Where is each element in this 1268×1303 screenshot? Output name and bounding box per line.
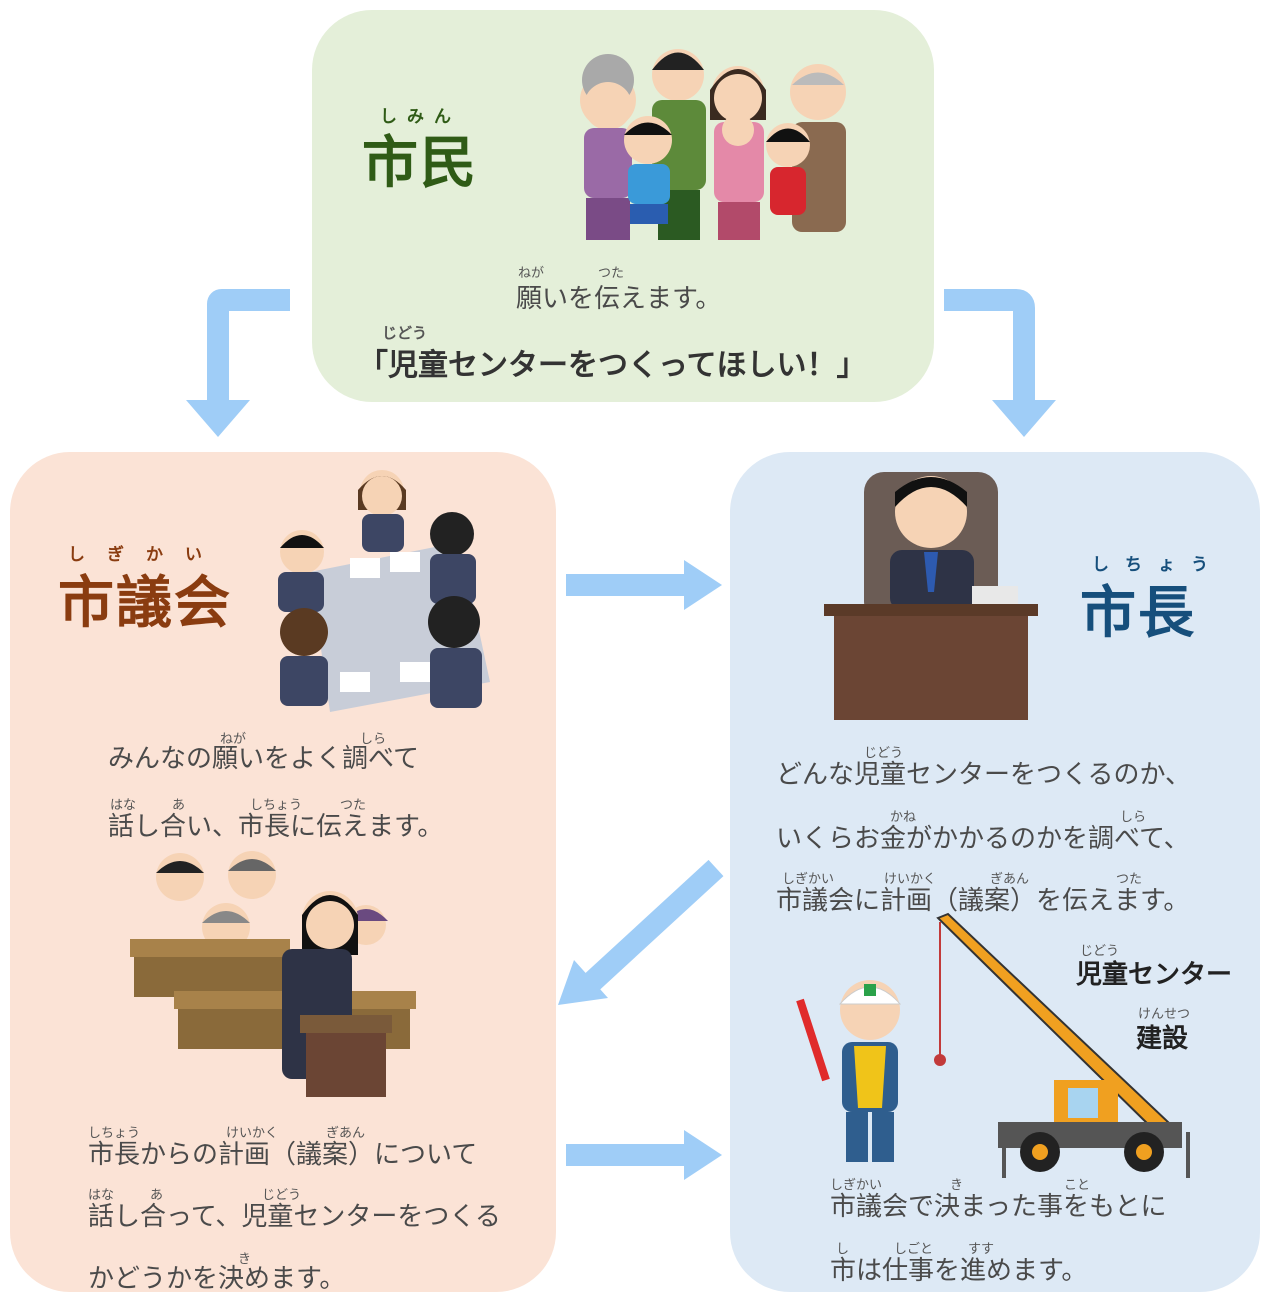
- council-ruby: しら: [360, 732, 387, 747]
- council-ruby: しちょう: [250, 798, 303, 813]
- council-ruby: はな: [88, 1188, 115, 1203]
- council-title-text: 市議会: [58, 571, 232, 636]
- mayor-line-4: 市議会で決まった事をもとに: [830, 1192, 1167, 1222]
- arrow-mayor-to-council: [558, 860, 724, 1005]
- mayor-ruby: かね: [890, 810, 917, 825]
- mayor-line-1: どんな児童センターをつくるのか、: [776, 760, 1191, 790]
- council-ruby: つた: [340, 798, 367, 813]
- citizen-ruby-1: ねが: [518, 266, 545, 281]
- mayor-title-text: 市長: [1080, 581, 1196, 646]
- council-line-2: 話し合い、市長に伝えます。: [108, 812, 444, 842]
- council-line-1: みんなの願いをよく調べて: [108, 744, 419, 774]
- council-line-4: 話し合って、児童センターをつくる: [88, 1202, 501, 1232]
- citizen-title-ruby: しみん: [380, 107, 461, 127]
- mayor-ruby: こと: [1064, 1178, 1091, 1193]
- mayor-at-desk-illustration: [824, 472, 1038, 720]
- citizen-ruby-2: つた: [598, 266, 625, 281]
- council-ruby: き: [238, 1252, 252, 1267]
- council-ruby: あ: [172, 798, 186, 813]
- construction-label-build: 建設: [1136, 1024, 1189, 1054]
- council-title-ruby: しぎかい: [68, 545, 224, 565]
- crane-illustration: [934, 912, 1190, 1178]
- demand-ruby: じどう: [382, 324, 428, 342]
- council-ruby: ねが: [220, 732, 247, 747]
- council-ruby: あ: [150, 1188, 164, 1203]
- mayor-ruby: き: [950, 1178, 964, 1193]
- arrow-citizen-to-council: [186, 289, 290, 437]
- arrow-citizen-to-mayor: [944, 289, 1056, 437]
- mayor-ruby: すす: [968, 1242, 995, 1257]
- mayor-ruby: けいかく: [884, 872, 937, 887]
- mayor-line-3: 市議会に計画（議案）を伝えます。: [776, 886, 1190, 916]
- citizen-demand: 「児童センターをつくってほしい！」: [358, 348, 867, 383]
- mayor-ruby: ぎあん: [990, 872, 1030, 887]
- mayor-ruby: しぎかい: [830, 1178, 883, 1193]
- worker-illustration: [796, 980, 902, 1162]
- mayor-line-2: いくらお金がかかるのかを調べて、: [776, 824, 1190, 854]
- council-ruby: はな: [110, 798, 137, 813]
- mayor-ruby: じどう: [864, 746, 904, 761]
- council-ruby: ぎあん: [326, 1126, 366, 1141]
- assembly-illustration: [130, 851, 416, 1097]
- council-ruby: じどう: [262, 1188, 302, 1203]
- mayor-line-5: 市は仕事を進めます。: [830, 1256, 1088, 1286]
- mayor-ruby: しぎかい: [782, 872, 835, 887]
- citizen-line-1: 願いを伝えます。: [516, 284, 722, 314]
- mayor-ruby: しごと: [894, 1242, 934, 1257]
- council-line-5: かどうかを決めます。: [88, 1264, 346, 1294]
- mayor-title: しちょう 市長: [1080, 555, 1208, 649]
- mayor-ruby: つた: [1116, 872, 1143, 887]
- mayor-ruby: し: [836, 1242, 850, 1257]
- council-title: しぎかい 市議会: [58, 545, 232, 639]
- construction-label2-ruby: けんせつ: [1138, 1007, 1191, 1022]
- mayor-title-ruby: しちょう: [1092, 555, 1224, 575]
- meeting-illustration: [278, 470, 490, 712]
- council-line-3: 市長からの計画（議案）について: [88, 1140, 478, 1170]
- arrow-council-to-mayor-bottom: [566, 1130, 722, 1180]
- family-illustration: [580, 49, 846, 240]
- mayor-ruby: しら: [1120, 810, 1147, 825]
- council-ruby: しちょう: [88, 1126, 141, 1141]
- citizen-title: しみん 市民: [362, 107, 478, 199]
- arrow-council-to-mayor-top: [566, 560, 722, 610]
- construction-label1-ruby: じどう: [1080, 944, 1120, 959]
- citizen-title-text: 市民: [362, 131, 478, 196]
- council-ruby: けいかく: [226, 1126, 279, 1141]
- construction-label-center: 児童センター: [1076, 960, 1233, 990]
